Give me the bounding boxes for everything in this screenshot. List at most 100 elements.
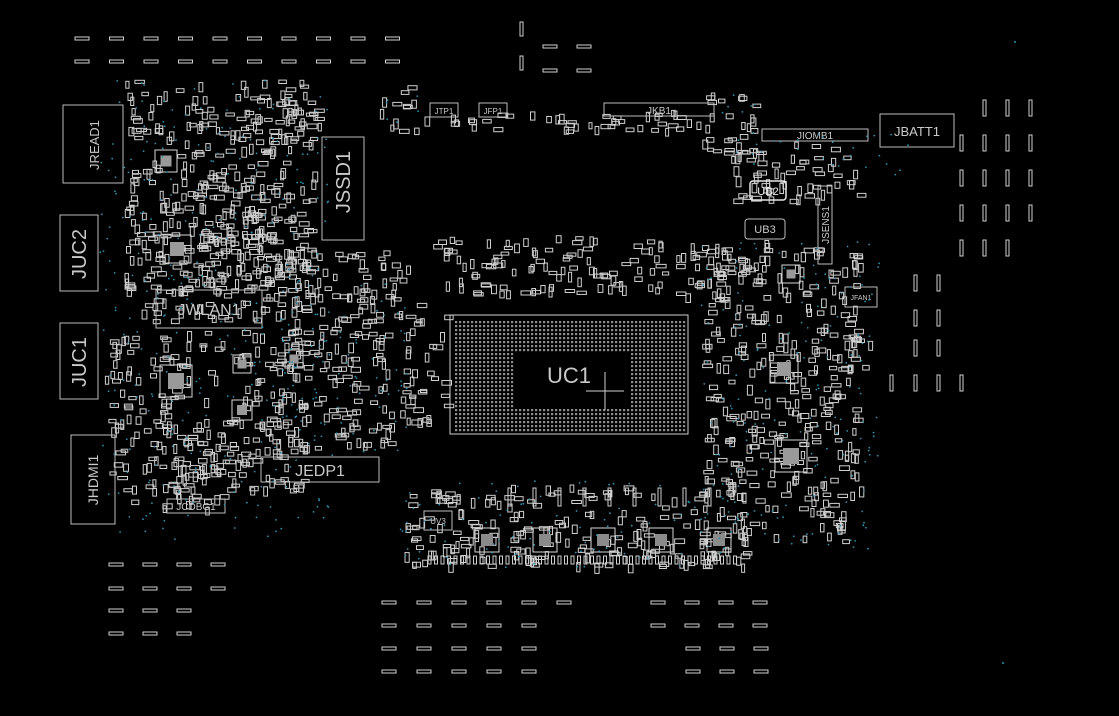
bga-ball [571,413,574,416]
bga-ball [463,365,466,368]
smd-component [563,516,569,528]
smd-component [231,200,241,207]
test-pad [108,562,124,567]
bga-ball [671,385,674,388]
bga-ball [667,409,670,412]
bga-ball [515,333,518,336]
bga-ball [615,349,618,352]
bga-ball [643,333,646,336]
via [780,337,782,340]
connector-jfp1[interactable]: JFP1 [478,102,508,118]
via [760,514,763,516]
test-pad [176,608,192,613]
bga-ball [655,321,658,324]
smd-component [829,502,840,508]
smd-component [130,183,136,194]
smd-component [621,510,627,518]
smd-component [505,555,510,565]
bga-ball [479,369,482,372]
smd-component [278,399,283,409]
chip-ub3[interactable]: UB3 [744,218,786,240]
bga-ball [475,345,478,348]
connector-jiomb1[interactable]: JIOMB1 [761,128,869,142]
smd-component [198,458,208,464]
bga-ball [539,329,542,332]
bga-ball [467,337,470,340]
bga-ball [511,385,514,388]
connector-jread1[interactable]: JREAD1 [62,104,124,184]
bga-ball [591,409,594,412]
bga-ball [511,417,514,420]
cpu-uc1[interactable]: UC1 [449,314,689,435]
bga-ball [499,357,502,360]
connector-jtp1[interactable]: JTP1 [429,102,459,118]
smd-component [504,495,515,501]
smd-component [405,404,416,409]
smd-component [763,311,769,322]
bga-ball [679,333,682,336]
bga-ball [547,341,550,344]
bga-ball [455,401,458,404]
via [834,416,837,419]
bga-ball [683,385,686,388]
connector-jwlan1[interactable]: JWLAN1 [155,289,263,329]
via [196,261,198,264]
via [753,510,756,512]
bga-ball [535,429,538,432]
via [338,372,340,375]
bga-ball [675,345,678,348]
smd-component [743,195,753,200]
bga-ball [631,385,634,388]
bga-ball [471,353,474,356]
bga-ball [483,429,486,432]
bga-ball [659,417,662,420]
bga-ball [475,321,478,324]
connector-jcdbg1[interactable]: JCDBG1 [166,498,226,514]
smd-component [604,562,614,569]
smd-component [403,368,412,375]
connector-jhdmi1[interactable]: JHDMI1 [70,434,116,525]
via [737,418,740,420]
smd-component [696,121,702,130]
smd-component [651,493,656,502]
connector-juc2[interactable]: JUC2 [59,214,99,292]
bga-ball [547,413,550,416]
connector-jkb1[interactable]: JKB1 [603,102,715,117]
smd-component [269,128,280,135]
connector-jfan1[interactable]: JFAN1 [844,286,878,308]
bga-ball [591,333,594,336]
connector-juc1[interactable]: JUC1 [59,322,99,400]
smd-component [746,123,751,133]
connector-jedp1[interactable]: JEDP1 [260,456,380,483]
smd-component [285,262,294,268]
bga-ball [503,393,506,396]
bga-ball [487,417,490,420]
bga-ball [503,405,506,408]
bga-ball [455,337,458,340]
connector-jsens1[interactable]: JSENS1 [817,185,833,265]
smd-component [304,280,309,288]
bga-ball [675,377,678,380]
smd-component [244,177,255,183]
connector-jssd1[interactable]: JSSD1 [321,136,365,241]
smd-component [191,151,198,160]
bga-ball [499,385,502,388]
smd-component [409,394,417,399]
smd-component [767,481,776,488]
via [719,496,722,498]
connector-jbatt1[interactable]: JBATT1 [879,113,955,148]
smd-component [112,341,118,350]
smd-component [852,428,857,436]
via [753,242,756,245]
smd-component [199,343,208,348]
bga-ball [587,417,590,420]
bga-ball [651,421,654,424]
bga-ball [551,333,554,336]
smd-component [585,511,593,518]
via [723,547,726,549]
chip-ub2[interactable]: UB2 [749,180,787,201]
via [250,231,253,234]
smd-component [338,366,347,372]
smd-component [389,411,395,420]
bga-ball [599,425,602,428]
